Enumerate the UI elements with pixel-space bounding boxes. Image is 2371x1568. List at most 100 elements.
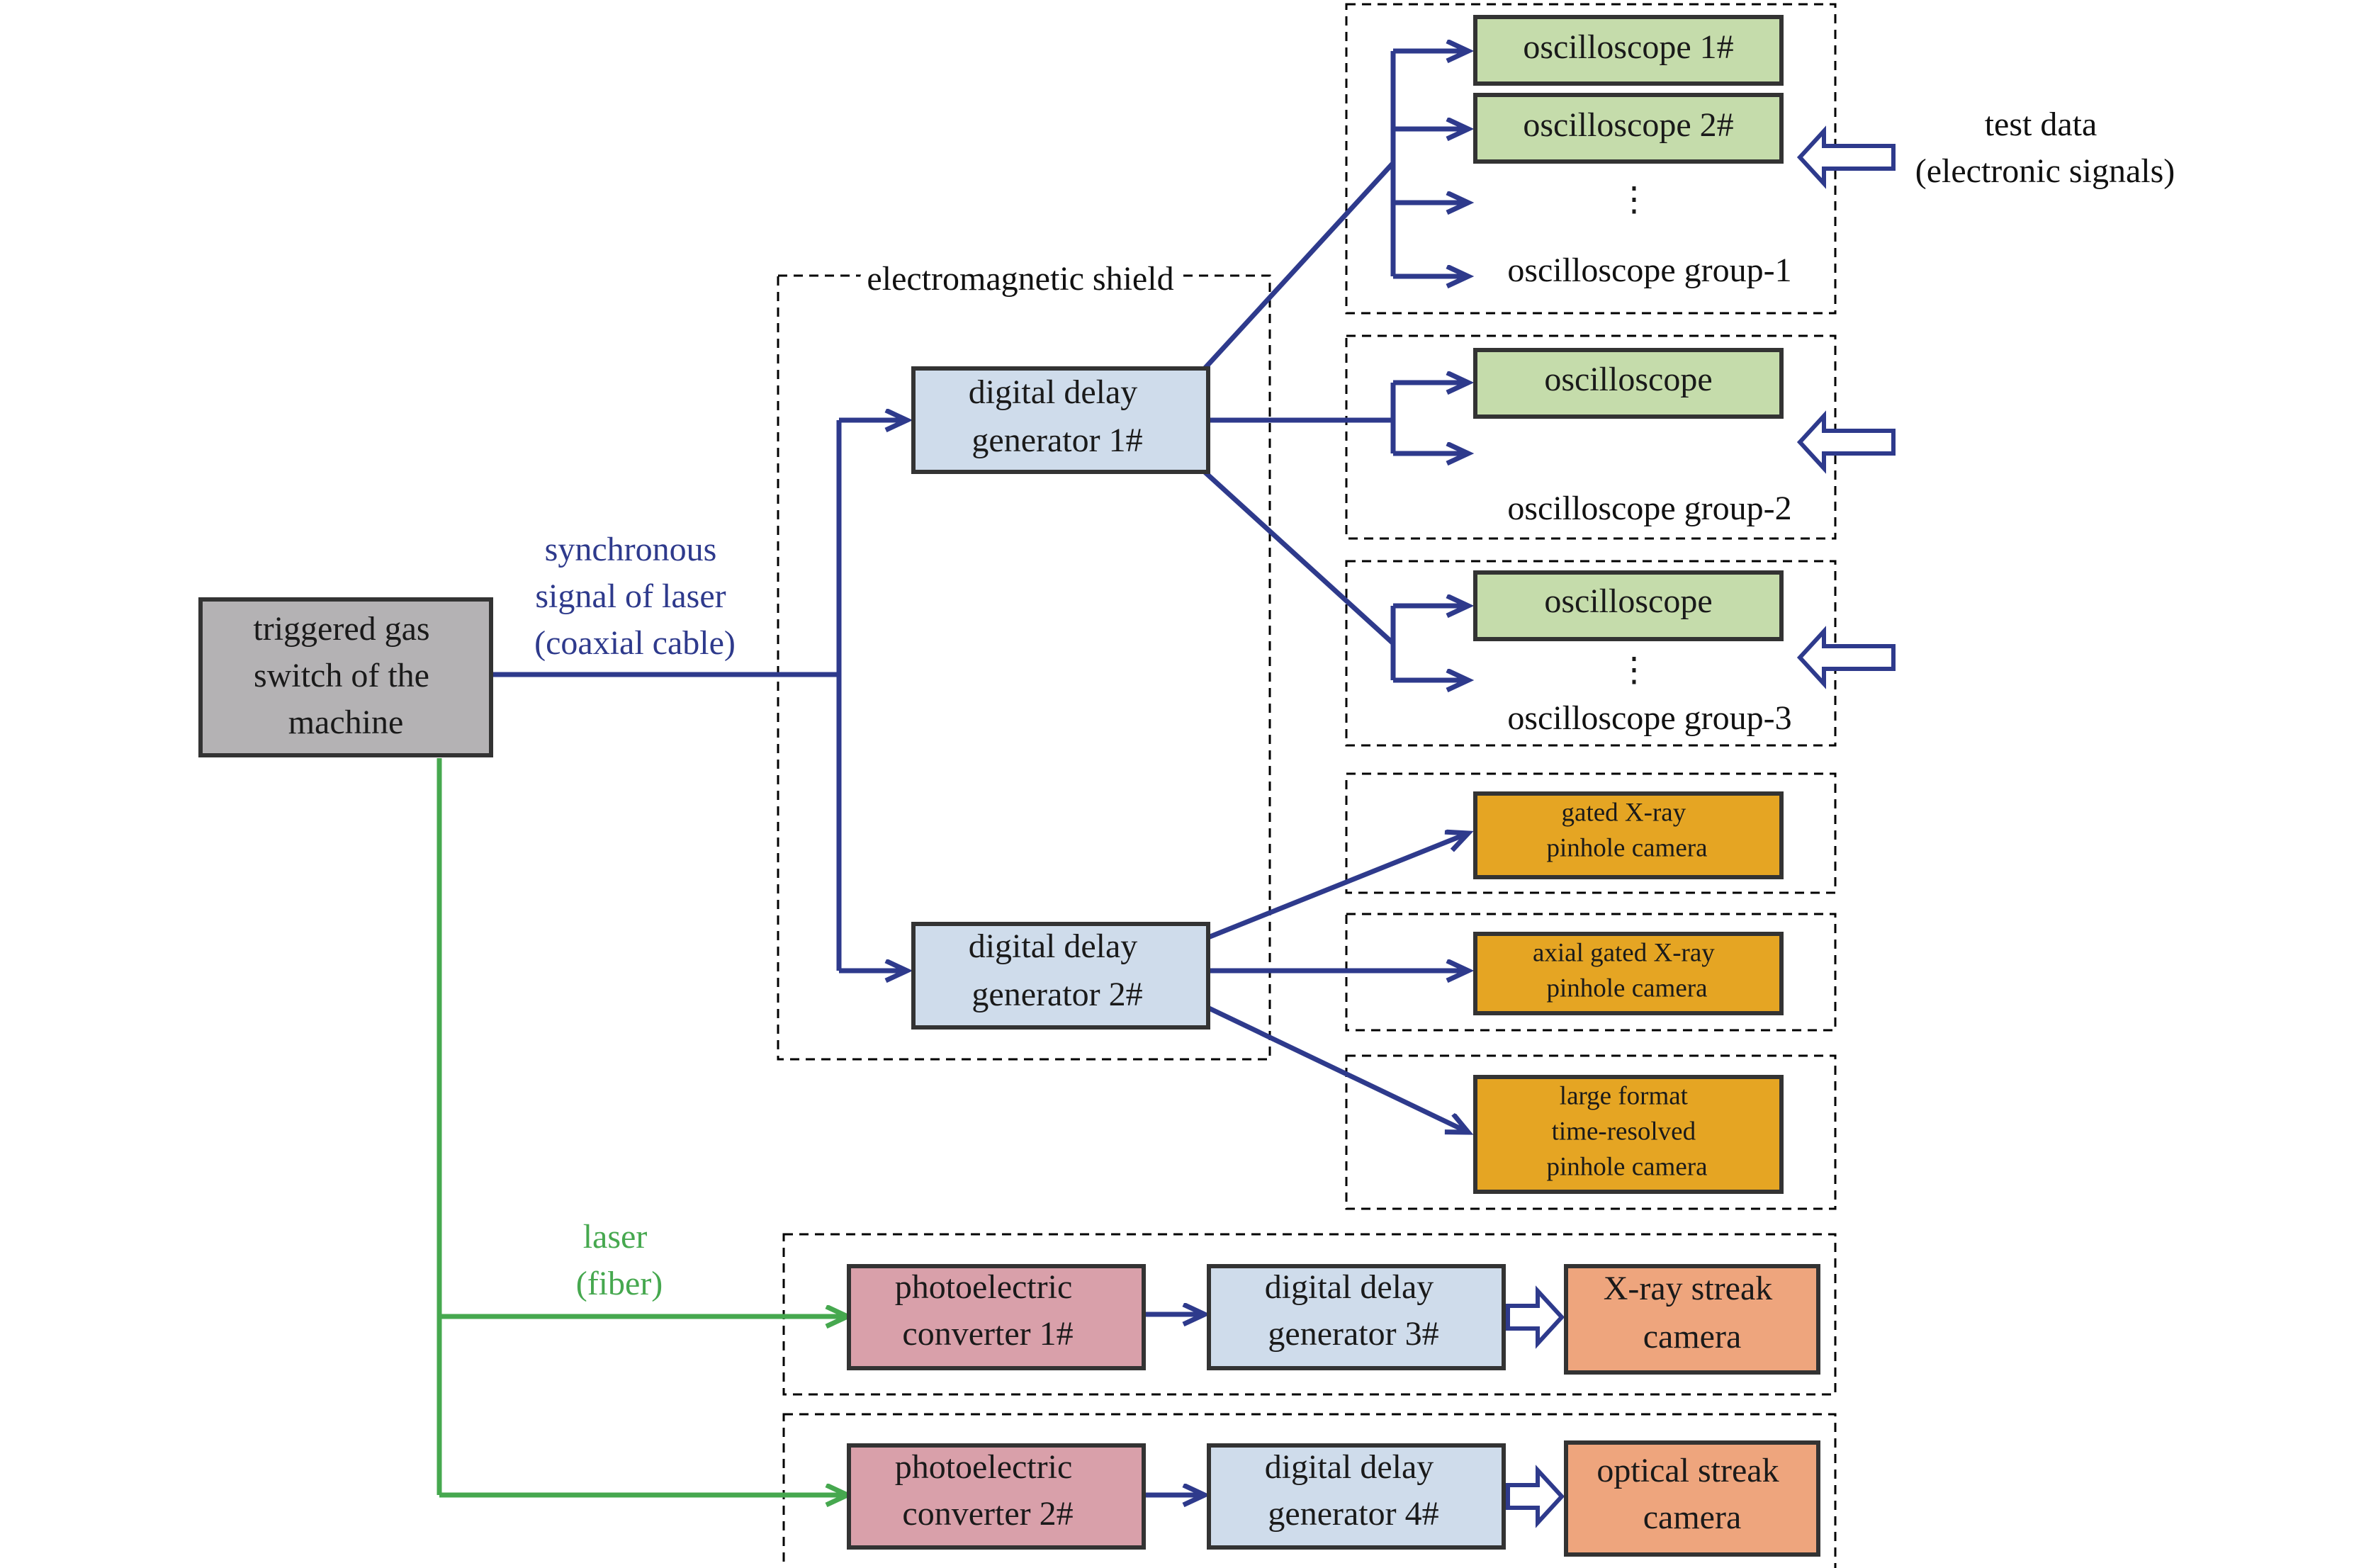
axial-xray-camera-text: axial gated X-ray pinhole camera: [1533, 932, 1721, 1003]
axial-xray-camera-line-1: axial gated X-ray: [1533, 938, 1715, 967]
xray-streak-camera-rect: [1564, 1264, 1820, 1375]
large-format-camera-line-2: time-resolved: [1552, 1117, 1696, 1146]
large-format-camera-text: large format time-resolved pinhole camer…: [1546, 1076, 1707, 1181]
hollow-arrow-generator4-to-optical: [1506, 1465, 1565, 1528]
oscilloscope-1-label: oscilloscope 1#: [1523, 28, 1733, 66]
hollow-arrow-generator3-to-xray: [1506, 1285, 1565, 1349]
trigger-switch-rect: [198, 597, 493, 757]
oscilloscope-group-1-label: oscilloscope group-1: [1507, 252, 1791, 289]
oscilloscope-group3-box: oscilloscope: [1473, 570, 1784, 641]
test-data-line-2: (electronic signals): [1915, 152, 2175, 190]
oscilloscope-group2-box: oscilloscope: [1473, 348, 1784, 419]
sync-signal-line-2: signal of laser: [535, 577, 726, 615]
delay-generator-1-line-1: digital delay: [969, 373, 1138, 411]
delay-generator-2-line-2: generator 2#: [972, 976, 1142, 1013]
oscilloscope-group2-rect: [1473, 348, 1784, 419]
delay-generator-2-rect: [911, 922, 1210, 1030]
optical-streak-camera-text: optical streak camera: [1596, 1444, 1787, 1536]
large-format-camera-line-1: large format: [1560, 1081, 1689, 1110]
axial-camera-frame: [1345, 913, 1837, 1032]
test-data-label: test data (electronic signals): [1915, 98, 2175, 190]
axial-xray-camera-line-2: pinhole camera: [1546, 974, 1707, 1003]
arrow-to-gated-camera: [1203, 833, 1468, 942]
trigger-switch-text: triggered gas switch of the machine: [253, 602, 438, 741]
trigger-switch-line-1: triggered gas: [253, 610, 429, 648]
laser-fiber-label: laser (fiber): [576, 1210, 663, 1302]
delay-generator-3-box: digital delay generator 3#: [1207, 1260, 1506, 1370]
trigger-switch-line-2: switch of the: [254, 657, 429, 694]
large-format-camera-box: large format time-resolved pinhole camer…: [1473, 1075, 1784, 1194]
hollow-arrow-test-data-group3: [1796, 626, 1896, 689]
delay-generator-2-text: digital delay generator 2#: [969, 920, 1147, 1013]
group3-ellipsis: ⋮: [1617, 651, 1651, 689]
delay-generator-3-rect: [1207, 1264, 1506, 1370]
delay-generator-3-text: digital delay generator 3#: [1265, 1260, 1443, 1353]
oscilloscope-group3-rect: [1473, 570, 1784, 641]
xray-streak-camera-text: X-ray streak camera: [1604, 1262, 1781, 1355]
photoelectric-converter-2-box: photoelectric converter 2#: [847, 1443, 1146, 1550]
gated-camera-frame: [1345, 772, 1837, 894]
delay-generator-2-box: digital delay generator 2#: [911, 920, 1210, 1030]
photoelectric-converter-2-rect: [847, 1443, 1146, 1550]
oscilloscope-group-2-label: oscilloscope group-2: [1507, 490, 1791, 527]
test-data-line-1: test data: [1985, 106, 2097, 143]
laser-fiber-line-1: laser: [583, 1218, 648, 1256]
xray-streak-camera-box: X-ray streak camera: [1564, 1262, 1820, 1375]
electromagnetic-shield-label: electromagnetic shield: [867, 260, 1173, 298]
photoelectric-converter-2-line-2: converter 2#: [902, 1495, 1073, 1533]
optical-streak-camera-box: optical streak camera: [1564, 1440, 1820, 1557]
hollow-arrow-test-data-group1: [1796, 125, 1896, 189]
photoelectric-converter-1-line-2: converter 1#: [902, 1315, 1073, 1353]
oscilloscope-group3-label: oscilloscope: [1544, 582, 1712, 620]
photoelectric-converter-1-line-1: photoelectric: [895, 1268, 1073, 1306]
oscilloscope-group2-label: oscilloscope: [1544, 361, 1712, 398]
trigger-switch-box: triggered gas switch of the machine: [198, 597, 493, 757]
optical-streak-camera-line-2: camera: [1643, 1499, 1742, 1536]
group1-ellipsis: ⋮: [1617, 181, 1651, 218]
delay-generator-3-line-2: generator 3#: [1268, 1315, 1438, 1353]
oscilloscope-1-rect: [1473, 15, 1784, 86]
gated-xray-camera-line-1: gated X-ray: [1562, 798, 1686, 827]
oscilloscope-group-3-label: oscilloscope group-3: [1507, 699, 1791, 737]
hollow-arrow-test-data-group2: [1796, 410, 1896, 474]
sync-signal-line-3: (coaxial cable): [534, 624, 736, 662]
laser-fiber-line-2: (fiber): [576, 1265, 663, 1302]
oscilloscope-2-rect: [1473, 93, 1784, 164]
photoelectric-converter-1-box: photoelectric converter 1#: [847, 1260, 1146, 1370]
photoelectric-converter-1-rect: [847, 1264, 1146, 1370]
delay-generator-3-line-1: digital delay: [1265, 1268, 1434, 1306]
delay-generator-4-line-2: generator 4#: [1268, 1495, 1438, 1533]
axial-xray-camera-rect: [1473, 932, 1784, 1015]
optical-streak-camera-rect: [1564, 1440, 1820, 1557]
delay-generator-2-line-1: digital delay: [969, 927, 1138, 965]
gated-xray-camera-box: gated X-ray pinhole camera: [1473, 791, 1784, 879]
photoelectric-converter-1-text: photoelectric converter 1#: [895, 1260, 1081, 1353]
trigger-switch-line-3: machine: [288, 704, 404, 741]
large-format-camera-rect: [1473, 1075, 1784, 1194]
arrow-to-large-camera: [1203, 1003, 1468, 1132]
g1-to-group1-line: [1203, 161, 1395, 371]
oscilloscope-2-box: oscilloscope 2#: [1473, 93, 1784, 164]
gated-xray-camera-text: gated X-ray pinhole camera: [1546, 792, 1707, 862]
axial-xray-camera-box: axial gated X-ray pinhole camera: [1473, 932, 1784, 1015]
xray-streak-camera-line-1: X-ray streak: [1604, 1270, 1773, 1307]
oscilloscope-group-2-frame: [1345, 334, 1837, 540]
xray-streak-camera-line-2: camera: [1643, 1318, 1742, 1355]
delay-generator-1-text: digital delay generator 1#: [969, 366, 1147, 459]
delay-generator-4-text: digital delay generator 4#: [1265, 1440, 1443, 1533]
sync-signal-label: synchronous signal of laser (coaxial cab…: [534, 523, 736, 662]
gated-xray-camera-rect: [1473, 791, 1784, 879]
sync-signal-line-1: synchronous: [545, 531, 717, 568]
g1-to-group3-line: [1203, 470, 1395, 645]
delay-generator-4-rect: [1207, 1443, 1506, 1550]
oscilloscope-2-label: oscilloscope 2#: [1523, 106, 1733, 144]
delay-generator-1-box: digital delay generator 1#: [911, 366, 1210, 474]
delay-generator-1-line-2: generator 1#: [972, 422, 1142, 459]
optical-streak-camera-line-1: optical streak: [1596, 1452, 1779, 1489]
electromagnetic-shield-frame: [777, 274, 1271, 1061]
large-format-camera-line-3: pinhole camera: [1546, 1152, 1707, 1181]
delay-generator-4-box: digital delay generator 4#: [1207, 1440, 1506, 1550]
large-camera-frame: [1345, 1054, 1837, 1210]
photoelectric-converter-2-line-1: photoelectric: [895, 1448, 1073, 1486]
